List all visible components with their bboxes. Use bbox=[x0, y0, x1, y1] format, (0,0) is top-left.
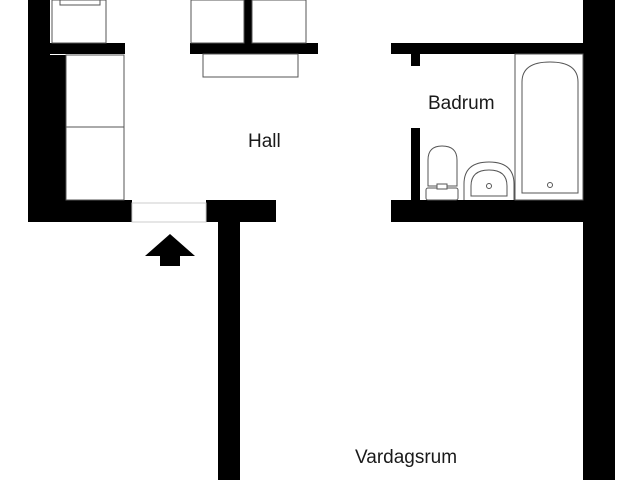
wall-bath-left bbox=[411, 128, 420, 204]
toilet-tank bbox=[425, 187, 459, 201]
wall-living-left bbox=[218, 222, 240, 480]
sink-drain bbox=[486, 183, 492, 189]
kitchen-cabinet-right bbox=[251, 0, 307, 44]
entrance-arrow-head bbox=[145, 234, 195, 266]
kitchen-cabinet-left bbox=[190, 0, 245, 44]
wall-left-outer bbox=[28, 0, 50, 222]
wall-hall-top-left bbox=[50, 43, 125, 54]
wall-kitchen-post bbox=[244, 0, 252, 43]
room-label-hall: Hall bbox=[248, 131, 281, 152]
entrance-threshold bbox=[131, 202, 207, 223]
toilet-bowl bbox=[427, 145, 458, 187]
wall-left-inner bbox=[50, 55, 66, 215]
kitchen-shelf bbox=[202, 53, 299, 78]
room-label-bathroom: Badrum bbox=[428, 93, 495, 114]
bathroom-fixtures bbox=[425, 53, 584, 201]
sink bbox=[463, 161, 515, 200]
bathtub-drain bbox=[547, 182, 553, 188]
wall-bath-top bbox=[391, 43, 591, 54]
toilet-flush bbox=[436, 183, 448, 190]
wall-right-outer bbox=[583, 0, 615, 480]
cabinet-top-left-shelf bbox=[59, 0, 101, 6]
wall-top-right-notch bbox=[591, 0, 615, 48]
bathtub bbox=[514, 53, 584, 201]
hall-fixtures bbox=[51, 0, 307, 223]
walls bbox=[28, 0, 615, 480]
sink-basin bbox=[470, 169, 508, 197]
room-label-living-room: Vardagsrum bbox=[355, 447, 457, 468]
wall-bath-bottom bbox=[391, 200, 596, 222]
bathtub-basin bbox=[521, 61, 579, 194]
wall-bottom-left bbox=[28, 200, 132, 222]
arrow-up-icon bbox=[145, 234, 195, 266]
wall-entry-right bbox=[206, 200, 276, 222]
wall-bath-stub bbox=[411, 54, 420, 66]
wall-kitchen-divider bbox=[190, 43, 318, 54]
cabinet-top-left bbox=[51, 0, 107, 44]
